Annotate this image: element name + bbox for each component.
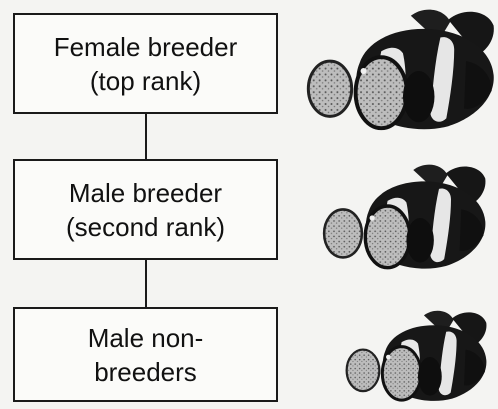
connector-line <box>145 114 147 159</box>
box-label-line2: (second rank) <box>66 210 225 244</box>
male-non-breeders-box: Male non- breeders <box>13 307 278 402</box>
box-label-line2: (top rank) <box>90 64 201 98</box>
clownfish-icon <box>335 305 495 409</box>
clownfish-icon <box>300 2 498 140</box>
connector-line <box>145 260 147 307</box>
box-label-line1: Female breeder <box>54 30 238 64</box>
box-label-line2: breeders <box>94 355 197 389</box>
male-breeder-box: Male breeder (second rank) <box>13 159 278 260</box>
box-label-line1: Male breeder <box>69 176 222 210</box>
female-breeder-box: Female breeder (top rank) <box>13 13 278 114</box>
box-label-line1: Male non- <box>88 321 204 355</box>
clownfish-icon <box>312 158 494 278</box>
